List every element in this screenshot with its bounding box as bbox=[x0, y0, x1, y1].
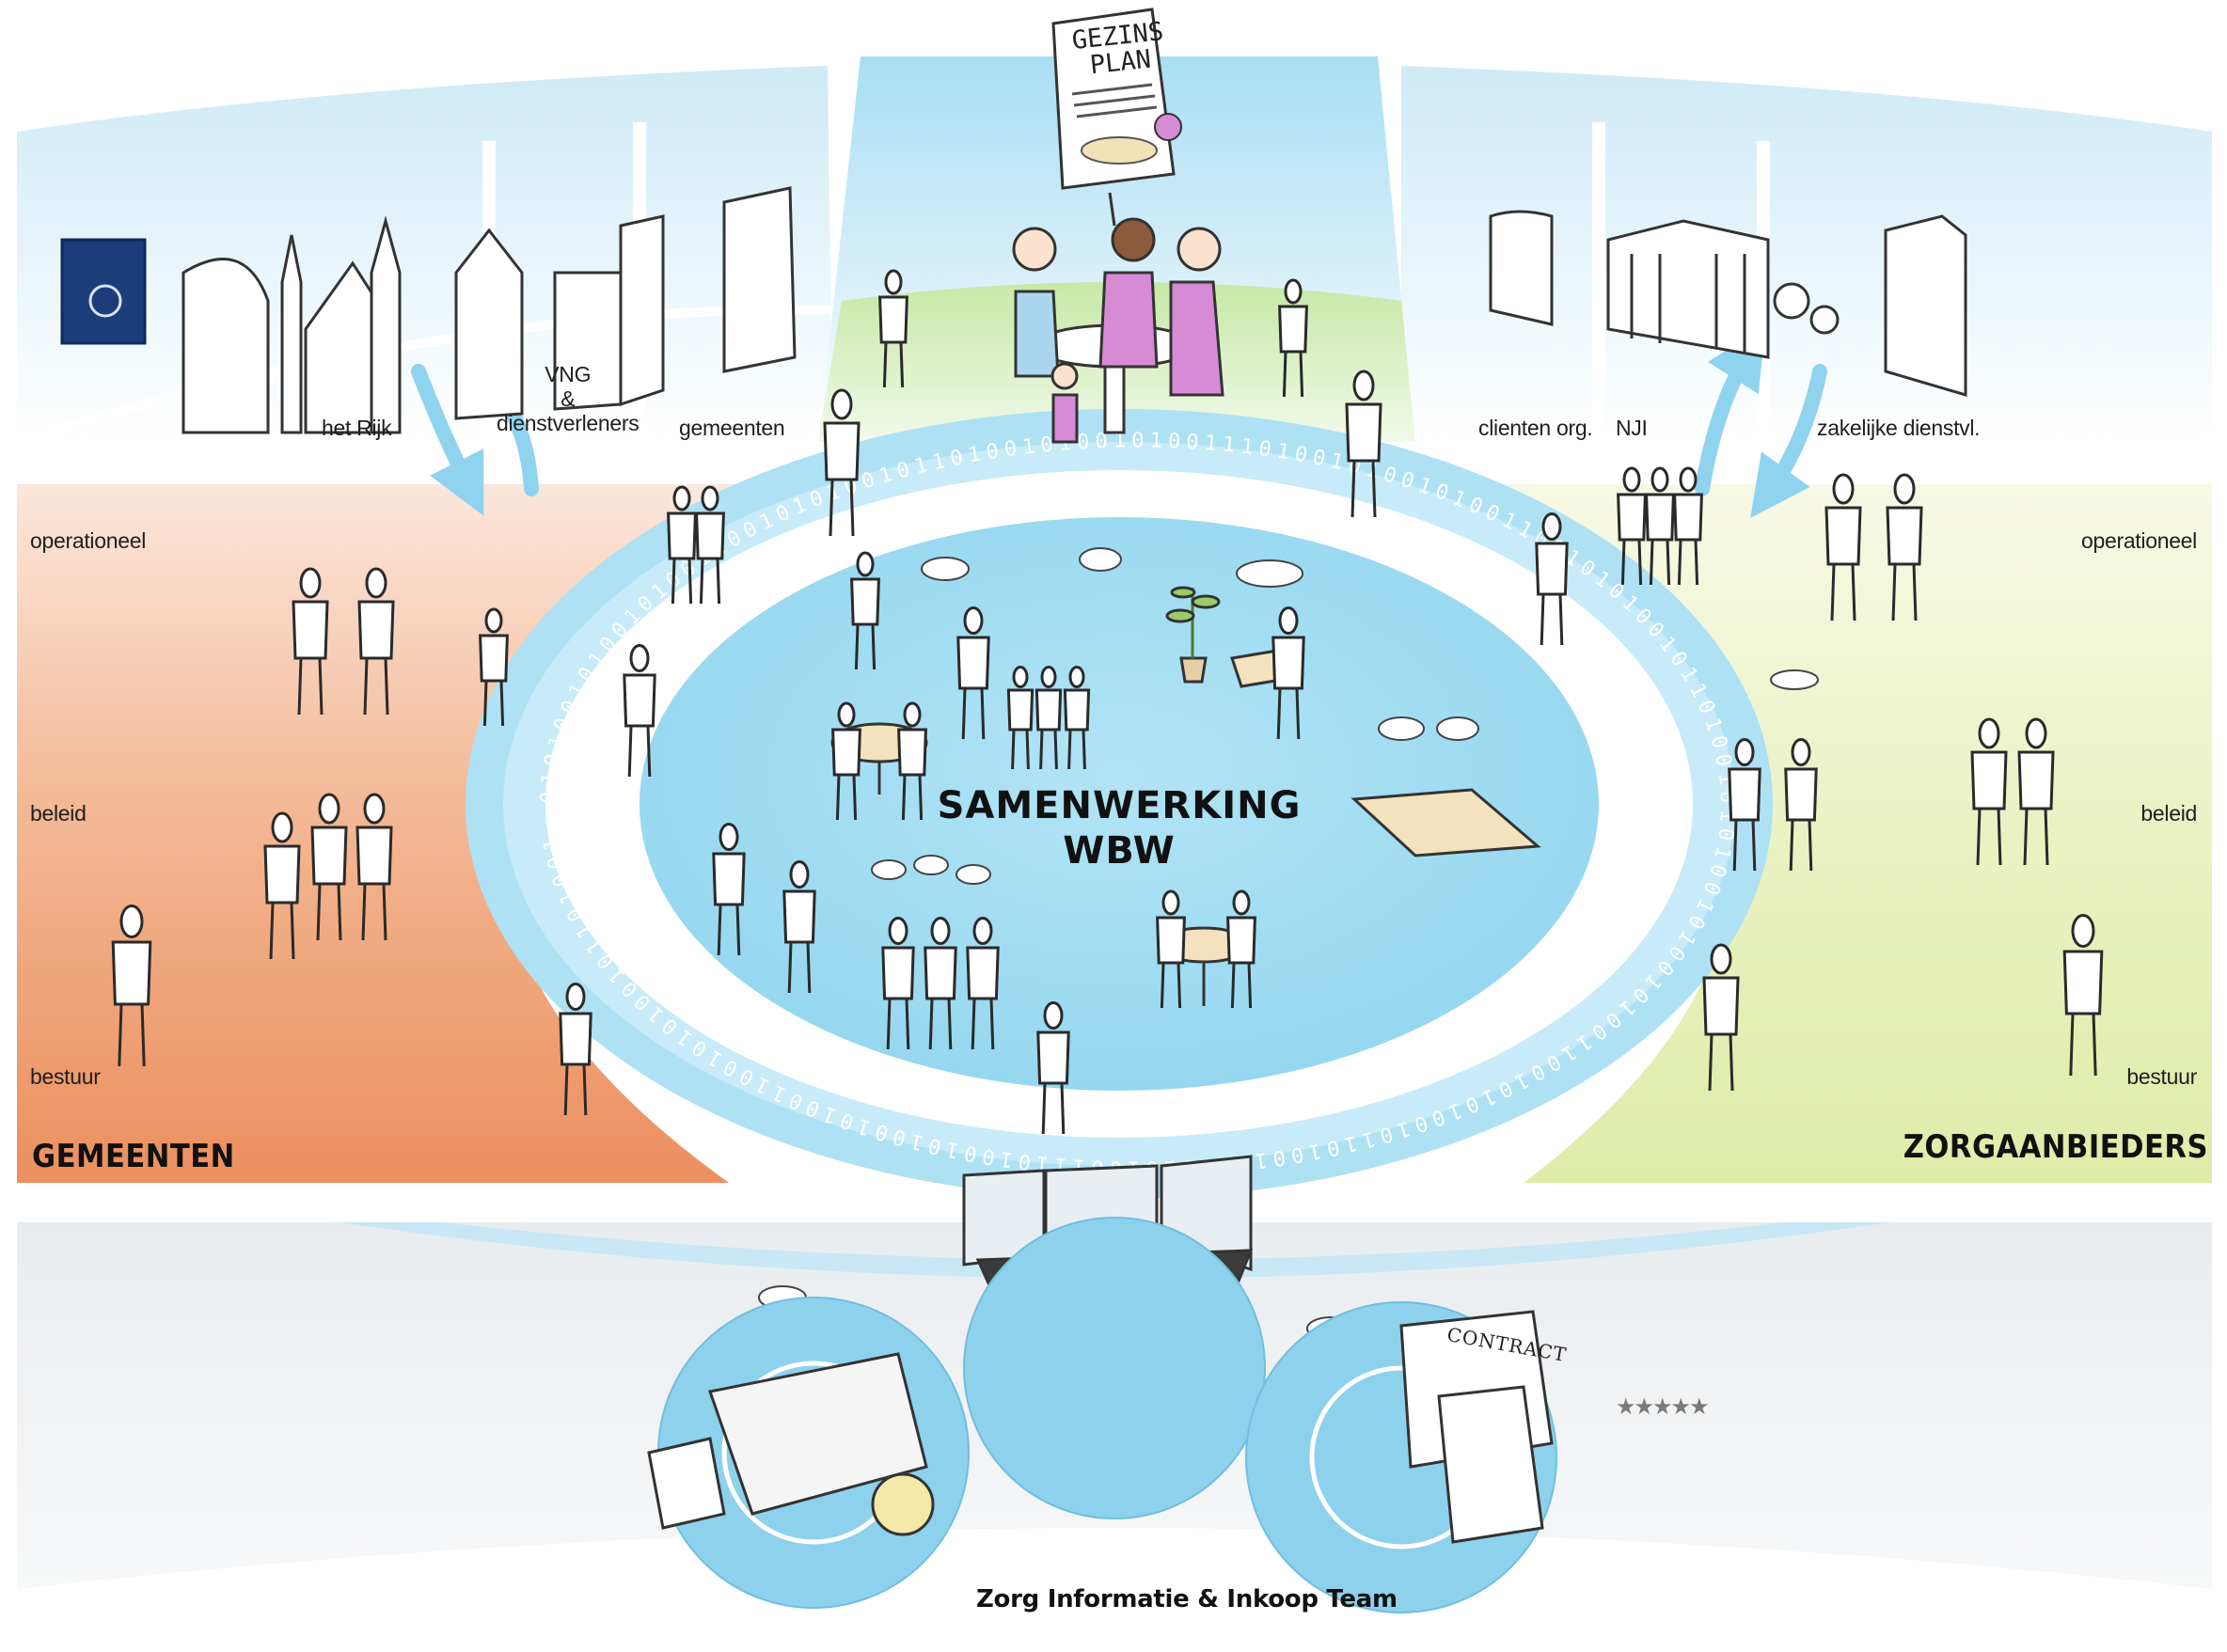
stick-figure bbox=[956, 606, 990, 740]
stick-figure bbox=[1156, 889, 1186, 1009]
stick-figure bbox=[1226, 889, 1256, 1009]
stick-figures bbox=[111, 269, 2104, 1135]
stick-figure bbox=[897, 701, 927, 821]
bottom-documents bbox=[647, 1310, 1554, 1544]
stick-figure bbox=[695, 485, 725, 605]
stick-figure bbox=[1035, 666, 1063, 770]
zorgaanbieders-title: ZORGAANBIEDERS bbox=[1903, 1128, 2208, 1166]
family-at-table bbox=[1012, 217, 1224, 444]
stick-figure bbox=[1036, 1001, 1070, 1135]
stick-figure bbox=[355, 793, 393, 941]
stick-figure bbox=[782, 860, 816, 994]
gezinsplan-document bbox=[1051, 8, 1182, 227]
stick-figure bbox=[1702, 943, 1740, 1092]
stick-figure bbox=[1617, 466, 1647, 586]
stick-figure bbox=[1345, 370, 1382, 518]
label-zakelijke-dienstvl: zakelijke dienstvl. bbox=[1817, 416, 1981, 440]
zorgaanbieders-panel bbox=[1448, 484, 2212, 1183]
stick-figure bbox=[831, 701, 861, 821]
stick-figure bbox=[1784, 738, 1818, 872]
label-vng-dienstverleners: VNG & dienstverleners bbox=[497, 362, 640, 435]
right-level-bestuur: bestuur bbox=[2126, 1064, 2197, 1089]
left-level-operationeel: operationeel bbox=[30, 528, 147, 553]
left-level-bestuur: bestuur bbox=[30, 1064, 101, 1089]
right-level-beleid: beleid bbox=[2140, 801, 2197, 826]
skyline-right bbox=[1489, 210, 1967, 398]
center-title: SAMENWERKING WBW bbox=[931, 783, 1307, 873]
gemeenten-panel bbox=[17, 484, 781, 1183]
stick-figure bbox=[1535, 512, 1569, 646]
stick-figure bbox=[1824, 473, 1862, 621]
stick-figure bbox=[850, 551, 880, 670]
stick-figure bbox=[881, 917, 915, 1050]
stick-figure bbox=[966, 917, 1000, 1050]
gemeenten-title: GEMEENTEN bbox=[32, 1138, 235, 1175]
rating-stars: ★★★★★ bbox=[1616, 1394, 1710, 1420]
right-level-operationeel: operationeel bbox=[2080, 528, 2197, 553]
stick-figure bbox=[479, 607, 509, 727]
stick-figure bbox=[823, 388, 861, 537]
stick-figure bbox=[1063, 666, 1091, 770]
label-clienten-org: clienten org. bbox=[1478, 416, 1593, 440]
stick-figure bbox=[1271, 606, 1305, 740]
plant-icon bbox=[1165, 586, 1221, 684]
stick-figure bbox=[1728, 738, 1761, 872]
stick-figure bbox=[878, 269, 908, 388]
stick-figure bbox=[2062, 914, 2104, 1077]
stick-figure bbox=[559, 983, 592, 1116]
label-het-rijk: het Rijk bbox=[322, 416, 392, 440]
skyline-left bbox=[60, 186, 797, 434]
stick-figure bbox=[2017, 717, 2055, 866]
stick-figure bbox=[1645, 466, 1675, 586]
stick-figure bbox=[712, 823, 746, 956]
stick-figure bbox=[357, 567, 395, 716]
stick-figure bbox=[1886, 473, 1923, 621]
stick-figure bbox=[263, 811, 301, 960]
center-title-line1: SAMENWERKING bbox=[937, 784, 1302, 827]
stick-figure bbox=[310, 793, 348, 941]
stick-figure bbox=[292, 567, 329, 716]
rijk-flag-icon bbox=[60, 238, 147, 345]
stick-figure bbox=[667, 485, 697, 605]
stick-figure bbox=[623, 644, 656, 778]
team-label: Zorg Informatie & Inkoop Team bbox=[976, 1585, 1398, 1613]
stick-figure bbox=[111, 905, 152, 1067]
label-nji: NJI bbox=[1616, 416, 1648, 440]
label-gemeenten-top: gemeenten bbox=[679, 416, 785, 440]
stick-figure bbox=[1006, 666, 1035, 770]
stick-figure bbox=[1673, 466, 1703, 586]
stick-figure bbox=[1278, 278, 1308, 398]
center-lake bbox=[640, 517, 1599, 1091]
center-title-line2: WBW bbox=[1063, 829, 1176, 873]
stick-figure bbox=[924, 917, 957, 1050]
stick-figure bbox=[1970, 717, 2008, 866]
left-level-beleid: beleid bbox=[30, 801, 87, 826]
